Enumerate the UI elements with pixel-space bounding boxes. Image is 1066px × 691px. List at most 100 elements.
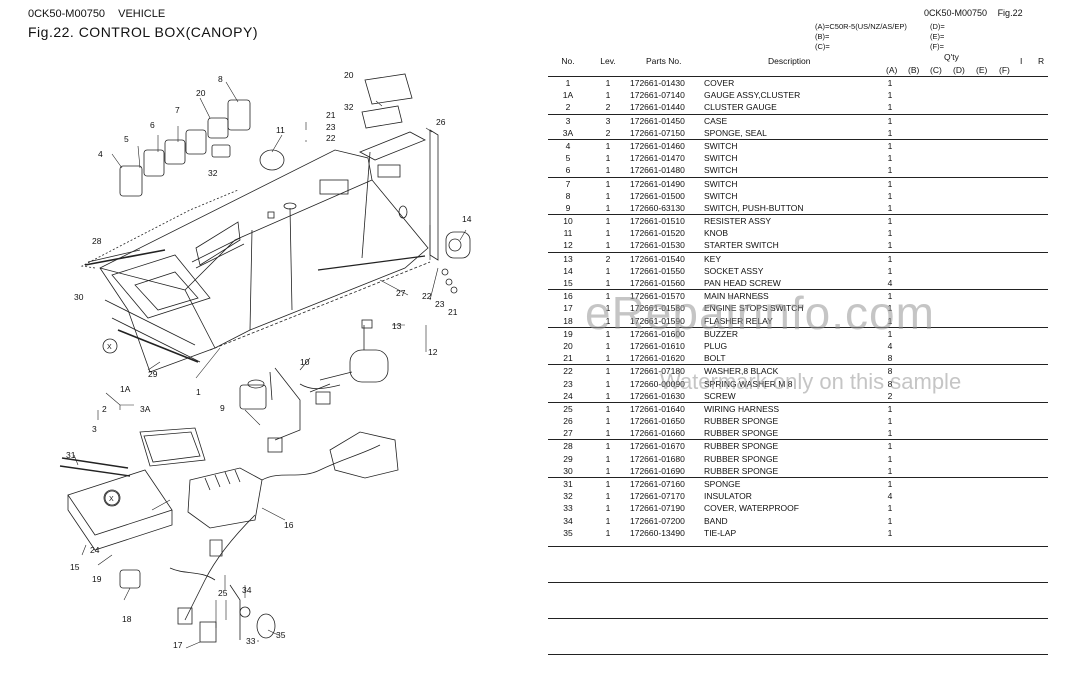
cell-qty-a: 1 xyxy=(887,115,893,126)
cell-qty-a: 1 xyxy=(887,479,893,489)
header-qty-f: (F) xyxy=(999,65,1010,75)
cell-qty-a: 8 xyxy=(887,378,893,389)
callout-2: 2 xyxy=(102,404,107,414)
variant-f: (F)= xyxy=(930,42,944,51)
cell-parts-no: 172661-01520 xyxy=(630,228,685,239)
cell-qty-a: 1 xyxy=(887,503,893,514)
callout-22: 22 xyxy=(326,133,336,143)
cell-lev: 1 xyxy=(605,190,611,201)
cell-description: CLUSTER GAUGE xyxy=(704,102,777,113)
document-header: 0CK50-M00750 VEHICLE xyxy=(28,8,165,20)
callout-5: 5 xyxy=(124,134,129,144)
cell-lev: 1 xyxy=(605,479,611,489)
cell-no: 19 xyxy=(563,328,573,339)
cell-lev: 1 xyxy=(605,378,611,389)
cell-no: 28 xyxy=(563,441,573,452)
callout-20: 20 xyxy=(196,88,206,98)
callout-18: 18 xyxy=(122,614,132,624)
header-qty-d: (D) xyxy=(953,65,965,75)
callout-29: 29 xyxy=(148,369,158,379)
callout-22b: 22 xyxy=(422,291,432,301)
callout-7: 7 xyxy=(175,105,180,115)
cell-parts-no: 172661-01670 xyxy=(630,441,685,452)
cell-lev: 1 xyxy=(605,340,611,351)
cell-lev: 2 xyxy=(605,127,611,138)
cell-parts-no: 172661-01690 xyxy=(630,465,685,476)
cell-qty-a: 1 xyxy=(887,78,893,88)
callout-28: 28 xyxy=(92,236,102,246)
cell-qty-a: 1 xyxy=(887,216,893,227)
cell-no: 29 xyxy=(563,453,573,464)
cell-no: 13 xyxy=(563,253,573,264)
cell-description: RESISTER ASSY xyxy=(704,216,772,227)
cell-no: 15 xyxy=(563,278,573,288)
cell-description: KNOB xyxy=(704,228,729,239)
header-r: R xyxy=(1038,56,1045,66)
cell-no: 33 xyxy=(563,503,573,514)
cell-description: TIE-LAP xyxy=(704,527,737,538)
cell-description: RUBBER SPONGE xyxy=(704,453,779,464)
cell-lev: 3 xyxy=(605,115,611,126)
cell-parts-no: 172661-01600 xyxy=(630,328,685,339)
cell-parts-no: 172661-01610 xyxy=(630,340,685,351)
blank-line xyxy=(548,582,1048,583)
cell-description: SWITCH, PUSH-BUTTON xyxy=(704,202,804,213)
table-header: No. Lev. Parts No. Description Q'ty I R … xyxy=(548,52,1048,77)
cell-lev: 1 xyxy=(605,441,611,452)
cell-qty-a: 1 xyxy=(887,178,893,189)
callout-34: 34 xyxy=(242,585,252,595)
sponge-31 xyxy=(61,457,129,469)
cell-lev: 1 xyxy=(605,527,611,538)
cell-no: 34 xyxy=(563,515,573,526)
cell-no: 9 xyxy=(565,202,571,213)
sponge-27 xyxy=(317,255,426,271)
cell-description: SWITCH xyxy=(704,153,738,164)
header-qty-c: (C) xyxy=(930,65,942,75)
cell-lev: 1 xyxy=(605,503,611,514)
callout-12: 12 xyxy=(428,347,438,357)
callout-8: 8 xyxy=(218,74,223,84)
cell-parts-no: 172661-07160 xyxy=(630,479,685,489)
callout-20b: 20 xyxy=(344,70,354,80)
cell-description: CASE xyxy=(704,115,728,126)
cell-no: 24 xyxy=(563,390,573,401)
cell-parts-no: 172661-01620 xyxy=(630,353,685,364)
cell-lev: 1 xyxy=(605,178,611,189)
cell-parts-no: 172661-07170 xyxy=(630,491,685,502)
cell-parts-no: 172661-01560 xyxy=(630,278,685,288)
callout-35: 35 xyxy=(276,630,286,640)
header-description: Description xyxy=(768,56,811,66)
callout-6: 6 xyxy=(150,120,155,130)
cell-description: BOLT xyxy=(704,353,726,364)
cell-no: 11 xyxy=(563,228,573,239)
blank-line xyxy=(548,546,1048,547)
cell-no: 20 xyxy=(563,340,573,351)
cell-qty-a: 1 xyxy=(887,90,893,101)
callout-14: 14 xyxy=(462,214,472,224)
cell-description: WIRING HARNESS xyxy=(704,403,780,414)
cell-parts-no: 172661-01500 xyxy=(630,190,685,201)
cell-lev: 1 xyxy=(605,202,611,213)
cell-description: SPONGE xyxy=(704,479,741,489)
cell-no: 10 xyxy=(563,216,573,227)
cell-lev: 1 xyxy=(605,515,611,526)
variant-a: (A)=C50R-5(US/NZ/AS/EP) xyxy=(815,22,907,31)
cell-lev: 1 xyxy=(605,465,611,476)
cell-lev: 1 xyxy=(605,366,611,377)
variant-legend: (A)=C50R-5(US/NZ/AS/EP) (B)= (C)= xyxy=(815,22,907,52)
callout-23b: 23 xyxy=(435,299,445,309)
cell-no: 35 xyxy=(563,527,573,538)
cell-lev: 1 xyxy=(605,153,611,164)
right-header: 0CK50-M00750 Fig.22 xyxy=(924,8,1023,18)
cell-qty-a: 1 xyxy=(887,165,893,176)
